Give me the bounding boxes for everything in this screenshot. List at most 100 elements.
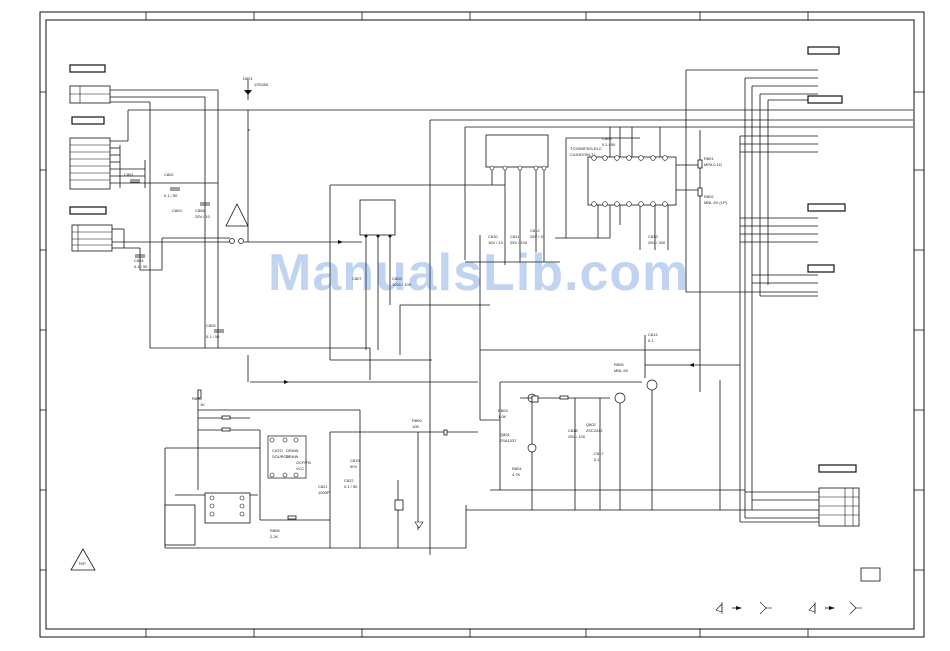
center-bus (329, 119, 913, 555)
c811-value: 25V / 100 (510, 240, 528, 245)
diode-arrow-lower-icon (284, 380, 289, 384)
transistor-section (466, 379, 745, 511)
c814-value: 0.1 (648, 338, 654, 343)
c817-value: 0.1 (594, 457, 600, 462)
c819-value: 50V (350, 464, 357, 469)
r801-value: MPA 0.1Ω (704, 162, 722, 167)
ic802-pin-6: VCC (296, 466, 305, 471)
connector-2 (69, 109, 913, 190)
r804-label: R804 (512, 466, 522, 471)
connector-tags-left (69, 64, 107, 215)
c805-label: C805 (206, 323, 216, 328)
warning-triangle-icon (225, 203, 249, 244)
c804-value: 0.1 / 50 (134, 264, 148, 269)
ic802-pin-2: SOURCE (272, 454, 289, 459)
ic802-pin-5: OCP/FB (296, 460, 311, 465)
bridge-rectifier (359, 199, 396, 350)
r808-label: R808 (270, 528, 280, 533)
c808-label: C808 (392, 276, 402, 281)
outer-frame (39, 11, 925, 638)
r802-value: MNL 5V (LP) (704, 200, 728, 205)
r806-value: 1K (200, 402, 205, 407)
c809-label: C809 (602, 136, 612, 141)
c806-value: 25V / 10 (195, 214, 211, 219)
r805-label: R805 (614, 362, 624, 367)
connector-tags-right (807, 46, 857, 473)
right-bus (685, 69, 818, 522)
ic802-pin-1: CATO (272, 448, 283, 453)
ic802-pin-4: DRAIN (286, 454, 299, 459)
d801-label: D801 (243, 76, 253, 81)
c805-value: 0.1 / 50 (206, 334, 220, 339)
diode-arrow-icon (338, 240, 343, 244)
safety-warning-icon (70, 548, 96, 571)
ic-tc9309 (555, 127, 700, 250)
r806-label: R806 (192, 396, 202, 401)
diode-arrow-right-icon (689, 363, 694, 367)
connector-bottom-right (720, 487, 860, 527)
c802-value: 0.1 / 50 (164, 193, 178, 198)
r804-value: 4.7K (512, 472, 521, 477)
page-number-box (860, 567, 881, 582)
ic802-switcher (267, 435, 307, 479)
c813-label: C813 (648, 234, 658, 239)
r801-label: R801 (704, 156, 714, 161)
opto-symbols (394, 395, 539, 529)
ic803-small (164, 492, 251, 546)
c818-label: C818 (568, 428, 578, 433)
connector-1 (69, 85, 218, 104)
q801-label: Q801 (500, 432, 511, 437)
connector-3 (71, 224, 230, 271)
ic-tc9309-pins (591, 155, 668, 207)
c809-value: 0.1 / 50 (602, 142, 616, 147)
r803-label: R803 (498, 408, 508, 413)
inner-frame (45, 19, 915, 630)
c808-value: 1000 / 10V (392, 282, 412, 287)
middle-bus (479, 235, 740, 421)
zone-ticks (40, 12, 924, 637)
c822-label: C822 (344, 478, 354, 483)
c802-label: C802 (164, 172, 174, 177)
c801-label: C801 (124, 172, 134, 177)
c804-label: C804 (134, 258, 144, 263)
c817-label: C817 (594, 451, 604, 456)
q802-label: Q802 (586, 422, 597, 427)
resistor-group-ic (697, 130, 703, 360)
ic801-name-b: CXA3070N-T1 (570, 152, 597, 157)
ic802-pin-3: DRAIN (286, 448, 299, 453)
q802-value: 2SC2412 (586, 428, 603, 433)
regulator-block (464, 126, 913, 265)
d801-value: 1SS355 (254, 82, 269, 87)
c803-label: C803 (172, 208, 182, 213)
r805-value: MNL 5V (614, 368, 629, 373)
c819-label: C819 (350, 458, 360, 463)
c821-value: 1000P (318, 490, 330, 495)
c806-label: C806 (195, 208, 205, 213)
r802-label: R802 (704, 194, 714, 199)
c821-label: C821 (318, 484, 328, 489)
r809-label: R809 (412, 418, 422, 423)
ic801-name: TC9309FNG-ELC (570, 146, 602, 151)
c807-label: C807 (352, 276, 362, 281)
c818-value: 25V / 100 (568, 434, 586, 439)
c814-label: C814 (648, 332, 658, 337)
r808-value: 2.2K (270, 534, 279, 539)
c810-label: C810 (488, 234, 498, 239)
c813-value: 25V / 330 (648, 240, 666, 245)
c812-label: C812 (530, 228, 540, 233)
transistor-legend (715, 601, 862, 615)
capacitors-left (130, 179, 224, 333)
resistors-lower (197, 389, 569, 520)
c810-value: 16V / 10 (488, 240, 504, 245)
c812-value: 25V / 47 (530, 234, 546, 239)
q801-value: 2SA1037 (500, 438, 517, 443)
left-rails (149, 90, 370, 349)
safety-warning-text: TEP (78, 561, 86, 566)
r809-value: 10K (412, 424, 419, 429)
watermark: ManualsLib.com (268, 244, 689, 302)
c822-value: 0.1 / 50 (344, 484, 358, 489)
r803-value: 1.0K (498, 414, 507, 419)
c811-label: C811 (510, 234, 520, 239)
d801-symbol (244, 80, 252, 242)
